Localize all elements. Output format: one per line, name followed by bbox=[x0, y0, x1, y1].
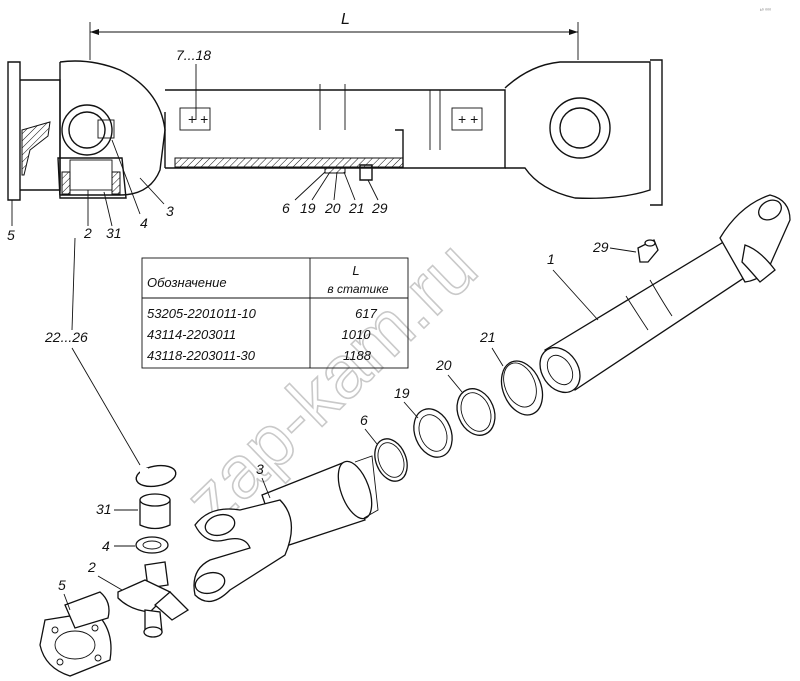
table-row-1-length: 617 bbox=[355, 306, 377, 321]
part-21-seal bbox=[500, 360, 544, 416]
part-3-splined-yoke bbox=[193, 455, 379, 602]
callout-20-exploded: 20 bbox=[435, 357, 452, 373]
table-header-designation: Обозначение bbox=[147, 275, 227, 290]
table-row-3-designation: 43118-2203011-30 bbox=[147, 348, 256, 363]
corner-mark: ᵏ⁰ ⁰⁰⁰ bbox=[760, 8, 771, 14]
callout-2-exploded: 2 bbox=[87, 559, 96, 575]
part-20-ring bbox=[456, 388, 496, 436]
svg-text:+ +: + + bbox=[458, 111, 478, 127]
part-31-bearing-cup bbox=[139, 493, 171, 530]
callout-5-exploded: 5 bbox=[58, 577, 66, 593]
part-6-snap-ring bbox=[374, 438, 408, 482]
table-row-2-length: 1010 bbox=[342, 327, 372, 342]
callout-3-exploded: 3 bbox=[256, 461, 264, 477]
callout-4-exploded: 4 bbox=[102, 538, 110, 554]
callout-3: 3 bbox=[166, 203, 174, 219]
dimension-label: L bbox=[341, 11, 350, 28]
callout-31-exploded: 31 bbox=[96, 501, 112, 517]
callout-31: 31 bbox=[106, 225, 122, 241]
part-29-grease-fitting bbox=[637, 239, 659, 263]
callout-2: 2 bbox=[83, 225, 92, 241]
callout-19: 19 bbox=[300, 200, 316, 216]
assembled-view-callouts: 7...18 5 2 31 4 3 6 19 20 21 29 bbox=[7, 47, 388, 243]
table-row-3-length: 1188 bbox=[343, 348, 372, 363]
callout-21: 21 bbox=[348, 200, 365, 216]
callout-29: 29 bbox=[371, 200, 388, 216]
callout-19-exploded: 19 bbox=[394, 385, 410, 401]
callout-22-26: 22...26 bbox=[44, 329, 88, 345]
callout-7-18: 7...18 bbox=[176, 47, 211, 63]
callout-5: 5 bbox=[7, 227, 15, 243]
callout-29-exploded: 29 bbox=[592, 239, 609, 255]
table-row-2-designation: 43114-2203011 bbox=[147, 327, 236, 342]
table-row-1-designation: 53205-2201011-10 bbox=[147, 306, 257, 321]
part-19-washer bbox=[413, 408, 453, 458]
length-table: Обозначение L в статике 53205-2201011-10… bbox=[141, 257, 409, 369]
callout-4: 4 bbox=[140, 215, 148, 231]
part-1-slip-yoke-tube bbox=[539, 194, 791, 394]
part-22-26-lock-ring bbox=[135, 464, 177, 488]
callout-6: 6 bbox=[282, 200, 290, 216]
part-5-flange-yoke bbox=[39, 591, 112, 677]
table-header-static: в статике bbox=[327, 282, 388, 296]
table-header-l: L bbox=[352, 263, 359, 278]
callout-1: 1 bbox=[547, 251, 555, 267]
callout-20: 20 bbox=[324, 200, 341, 216]
svg-text:+ +: + + bbox=[188, 111, 208, 127]
assembled-shaft-view: L + + + + bbox=[7, 11, 663, 206]
callout-21-exploded: 21 bbox=[479, 329, 496, 345]
callout-6-exploded: 6 bbox=[360, 412, 368, 428]
part-2-spider bbox=[117, 561, 190, 638]
part-4-seal bbox=[135, 536, 169, 554]
